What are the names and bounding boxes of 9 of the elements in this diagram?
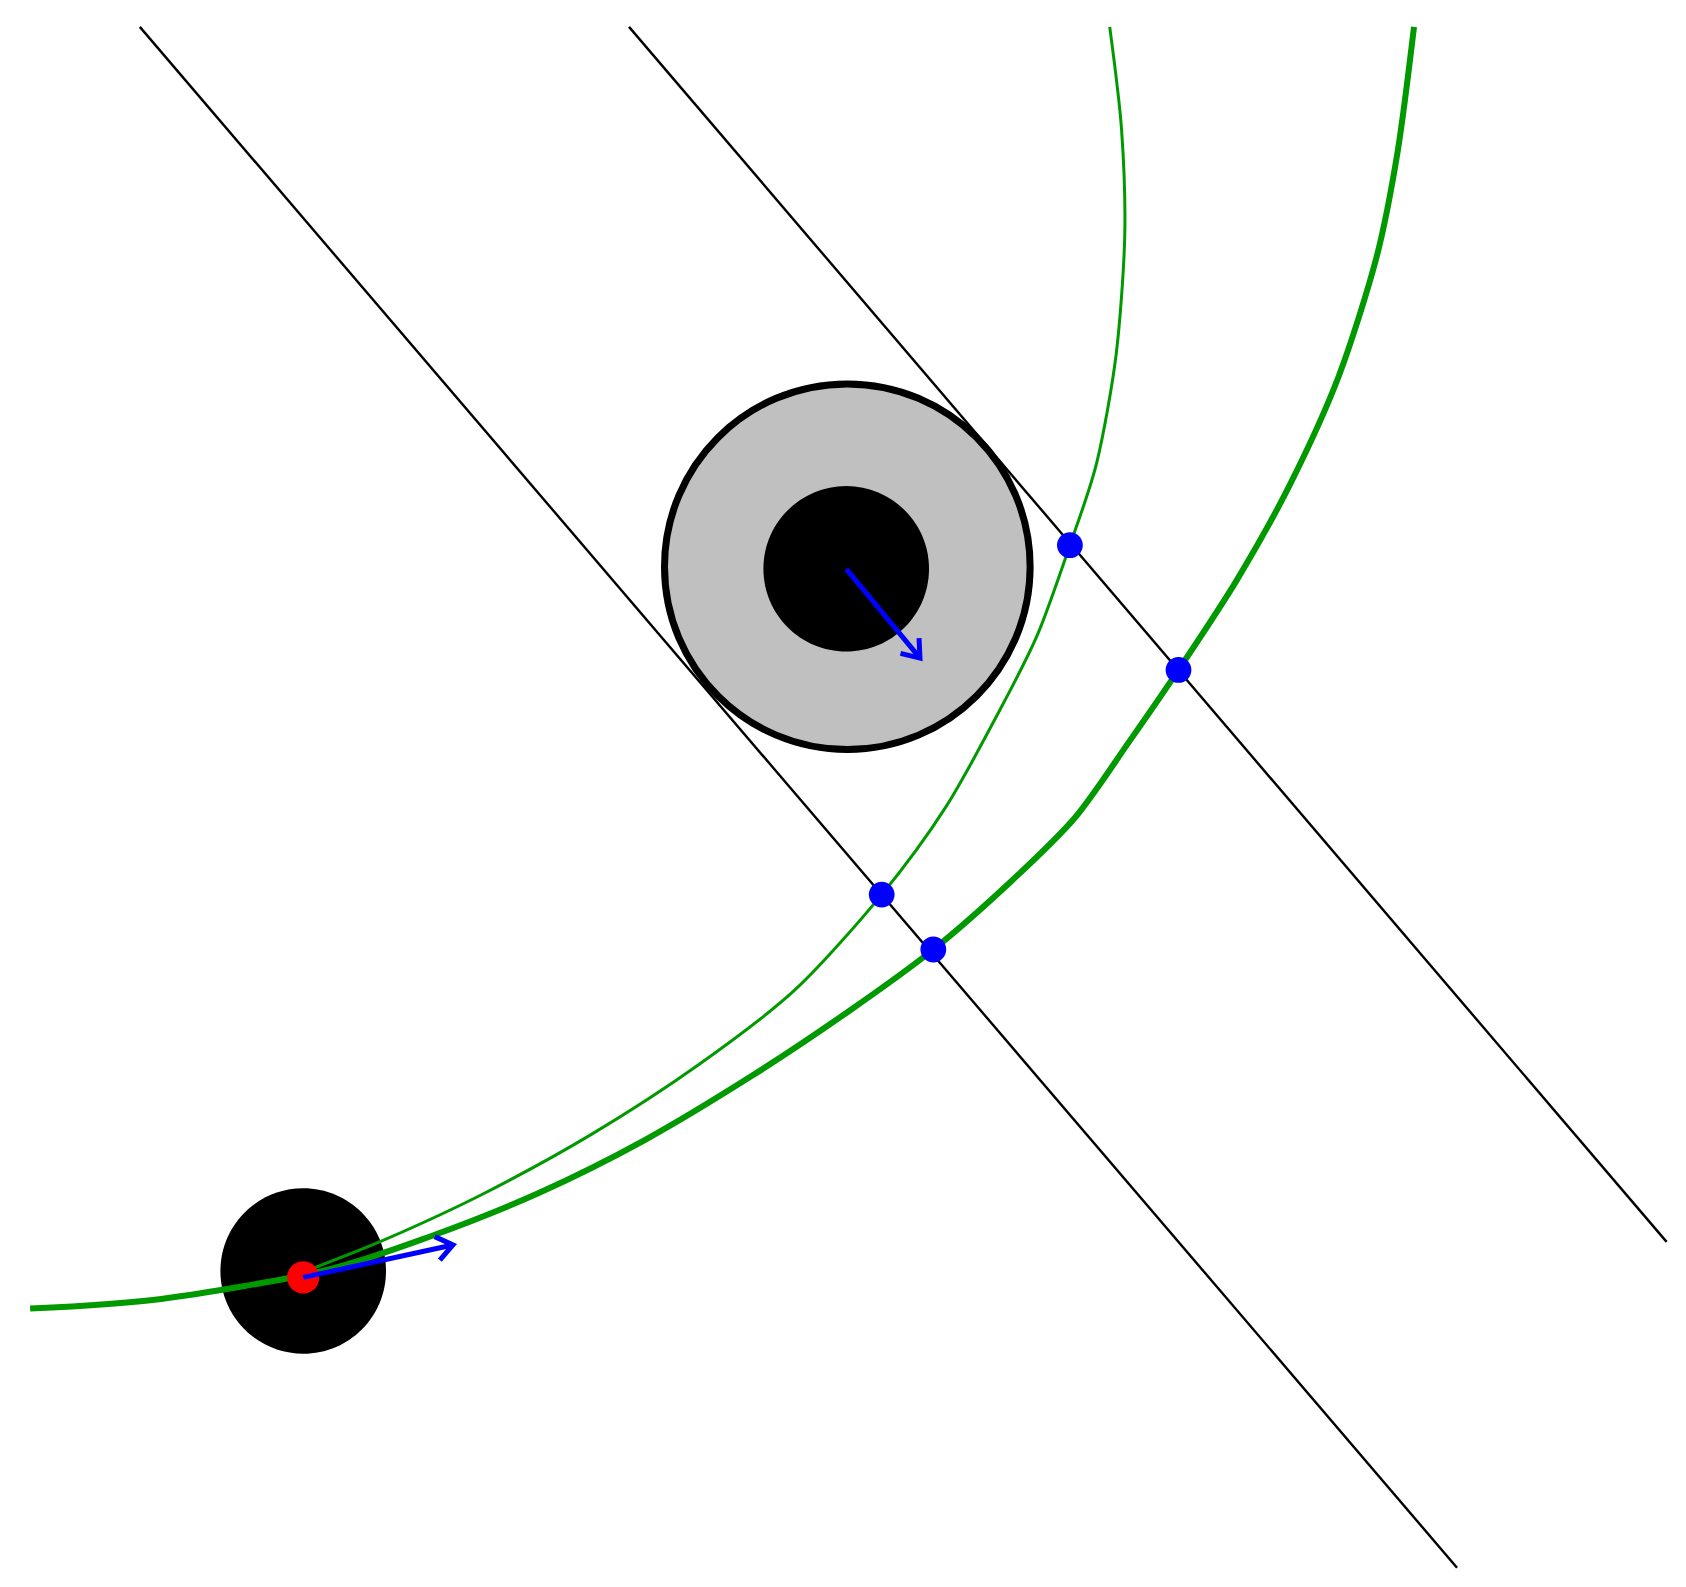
intersection-dot	[1057, 532, 1083, 559]
hub	[763, 486, 929, 652]
puck	[220, 1188, 386, 1354]
intersection-dot	[1165, 657, 1192, 683]
intersection-dot	[868, 881, 895, 908]
intersection-dot	[920, 936, 947, 963]
arrow	[302, 1234, 457, 1280]
center-dot	[287, 1261, 320, 1294]
arrow	[844, 567, 923, 662]
